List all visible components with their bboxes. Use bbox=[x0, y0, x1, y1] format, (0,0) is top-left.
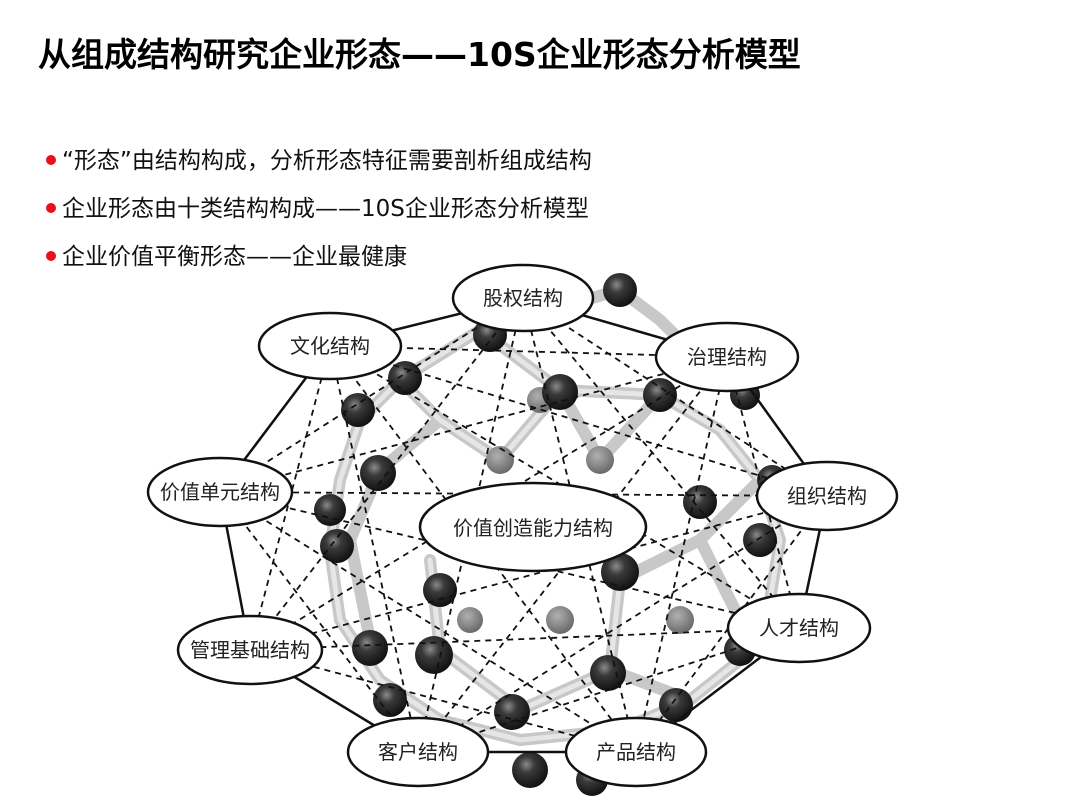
node-management-base: 管理基础结构 bbox=[176, 614, 324, 686]
outer-connector-lines bbox=[218, 296, 829, 754]
bullet-list: “形态”由结构构成，分析形态特征需要剖析组成结构 企业形态由十类结构构成——10… bbox=[46, 134, 592, 278]
node-customer: 客户结构 bbox=[346, 716, 490, 788]
node-label: 价值创造能力结构 bbox=[453, 516, 613, 540]
bullet-dot-icon bbox=[46, 155, 56, 165]
node-label: 人才结构 bbox=[759, 616, 839, 640]
bullet-text: 企业形态由十类结构构成——10S企业形态分析模型 bbox=[62, 196, 589, 222]
node-label: 股权结构 bbox=[483, 286, 563, 310]
node-label: 治理结构 bbox=[687, 345, 767, 369]
bullet-dot-icon bbox=[46, 251, 56, 261]
node-equity: 股权结构 bbox=[451, 263, 595, 333]
bullet-item: “形态”由结构构成，分析形态特征需要剖析组成结构 bbox=[46, 134, 592, 182]
node-talent: 人才结构 bbox=[726, 592, 872, 664]
bullet-text: “形态”由结构构成，分析形态特征需要剖析组成结构 bbox=[62, 148, 592, 174]
bullet-item: 企业价值平衡形态——企业最健康 bbox=[46, 230, 592, 278]
node-culture: 文化结构 bbox=[257, 311, 403, 381]
node-organization: 组织结构 bbox=[755, 460, 899, 532]
node-governance: 治理结构 bbox=[654, 321, 800, 393]
bullet-dot-icon bbox=[46, 203, 56, 213]
node-label: 产品结构 bbox=[596, 740, 676, 764]
node-label: 价值单元结构 bbox=[160, 480, 280, 504]
node-value-unit: 价值单元结构 bbox=[146, 456, 294, 528]
node-label: 客户结构 bbox=[378, 740, 458, 764]
node-label: 管理基础结构 bbox=[190, 638, 310, 662]
node-value-creation: 价值创造能力结构 bbox=[418, 481, 648, 573]
node-product: 产品结构 bbox=[564, 716, 708, 788]
slide-title: 从组成结构研究企业形态——10S企业形态分析模型 bbox=[38, 35, 801, 74]
bullet-item: 企业形态由十类结构构成——10S企业形态分析模型 bbox=[46, 182, 592, 230]
node-label: 文化结构 bbox=[290, 334, 370, 358]
bullet-text: 企业价值平衡形态——企业最健康 bbox=[62, 244, 407, 270]
node-label: 组织结构 bbox=[787, 484, 867, 508]
